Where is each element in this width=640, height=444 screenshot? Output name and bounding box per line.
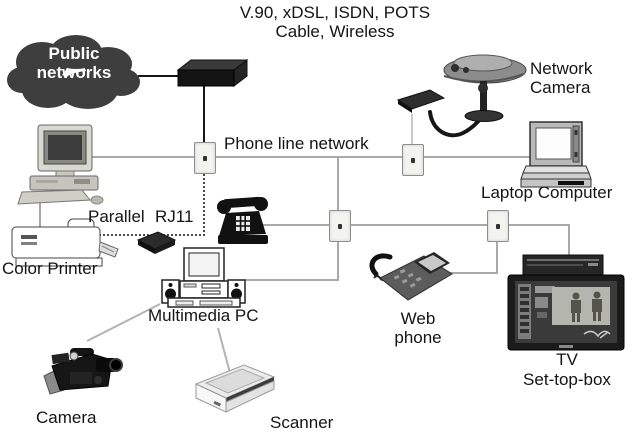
desktop-pc-icon xyxy=(16,122,108,206)
settop-box-icon xyxy=(522,254,604,276)
wire-jack3-settopbox-h xyxy=(507,224,570,226)
wire-mpc-scanner xyxy=(217,327,231,374)
phone-wall-jack-1 xyxy=(194,142,216,174)
wire-modem-jack xyxy=(203,86,205,143)
multimedia-pc-icon xyxy=(156,246,250,308)
header-line1: V.90, xDSL, ISDN, POTS xyxy=(239,3,431,22)
wire-pc-printer xyxy=(39,202,41,229)
wire-jack3-webphone-h xyxy=(449,272,498,274)
phone-line-network-label: Phone line network xyxy=(224,134,369,153)
modem-icon xyxy=(176,56,250,90)
color-printer-icon xyxy=(8,216,120,268)
jack-socket xyxy=(411,158,415,163)
wire-mpc-camcorder xyxy=(86,303,161,342)
web-phone-label-line1: Web xyxy=(400,309,436,328)
wire-jack2-multimediapc-h xyxy=(245,279,339,281)
web-phone-label-line2: phone xyxy=(394,328,442,347)
dotted-parallel-cable xyxy=(88,234,205,236)
wire-cloud-modem xyxy=(138,75,182,77)
wire-jack2-multimediapc-v xyxy=(337,239,339,281)
web-phone-label: Web phone xyxy=(378,309,458,347)
wire-jack3-settopbox-v xyxy=(568,224,570,257)
tv-settopbox-icon xyxy=(504,250,628,352)
dotted-rj11-cable xyxy=(203,174,205,236)
laptop-icon xyxy=(518,118,592,188)
header-line2: Cable, Wireless xyxy=(275,22,395,41)
wire-jack2-telephone xyxy=(263,224,330,226)
wire-jack3-webphone-v xyxy=(496,239,498,274)
phone-wall-jack-4 xyxy=(402,144,424,176)
header-technologies: V.90, xDSL, ISDN, POTS Cable, Wireless xyxy=(200,3,470,41)
rj11-label: RJ11 xyxy=(155,207,194,226)
scanner-label: Scanner xyxy=(270,413,334,432)
jack-socket xyxy=(203,156,207,161)
public-networks-cloud xyxy=(4,30,144,114)
settopbox-label-line2: Set-top-box xyxy=(523,370,611,389)
parallel-label: Parallel xyxy=(88,207,145,226)
web-phone-icon xyxy=(364,248,456,306)
cloud-label-line2: networks xyxy=(36,63,112,82)
wire-phone-line-main xyxy=(84,156,530,158)
phone-wall-jack-3 xyxy=(487,210,509,242)
network-camera-label: Network Camera xyxy=(530,59,592,97)
cloud-label-line1: Public xyxy=(48,44,100,63)
tv-label-line1: TV xyxy=(556,350,578,369)
telephone-icon xyxy=(214,192,272,246)
jack-socket xyxy=(338,224,342,229)
cloud-icon xyxy=(7,35,140,109)
laptop-computer-label: Laptop Computer xyxy=(481,183,613,202)
network-camera-icon xyxy=(394,48,528,148)
scanner-icon xyxy=(186,360,280,426)
parallel-adapter-icon xyxy=(134,228,178,256)
tv-settopbox-label: TV Set-top-box xyxy=(512,350,622,390)
cloud-label: Public networks xyxy=(12,44,136,82)
wire-branch-to-jack2 xyxy=(337,158,339,211)
color-printer-label: Color Printer xyxy=(2,259,98,278)
network-camera-label-line2: Camera xyxy=(530,78,591,97)
phone-wall-jack-2 xyxy=(329,210,351,242)
multimedia-pc-label: Multimedia PC xyxy=(148,306,259,325)
camera-label: Camera xyxy=(36,408,97,427)
camcorder-icon xyxy=(40,346,124,404)
tv-icon xyxy=(507,274,625,351)
wire-adapter-jack4 xyxy=(411,114,413,146)
network-camera-label-line1: Network xyxy=(530,59,593,78)
wire-jack2-jack3 xyxy=(348,224,488,226)
jack-socket xyxy=(496,224,500,229)
